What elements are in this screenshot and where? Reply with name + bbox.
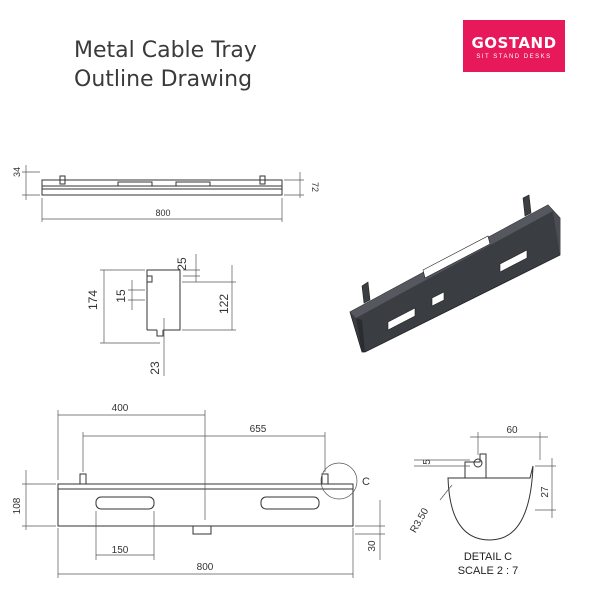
detail-c-marker: C — [362, 476, 370, 488]
side-view-top-notch — [147, 275, 153, 283]
detail-dim-60: 60 — [506, 425, 518, 436]
iso-slot-left — [387, 307, 416, 331]
dim-122: 122 — [217, 294, 231, 314]
side-view: 25 174 15 122 23 — [86, 254, 236, 376]
top-view-outline — [41, 179, 283, 196]
logo-tagline: SIT STAND DESKS — [476, 54, 552, 60]
detail-dim-5: 5 — [422, 459, 433, 465]
dim-150: 150 — [112, 545, 129, 556]
side-view-bottom-notch — [156, 330, 164, 337]
iso-top-slot — [422, 235, 491, 279]
dim-72: 72 — [310, 182, 320, 192]
top-view-tab-left — [59, 175, 66, 185]
top-view-slot-left — [117, 181, 153, 187]
dim-800-top: 800 — [155, 208, 170, 218]
top-view-tab-right — [259, 175, 266, 185]
front-view-slot-left — [95, 496, 155, 510]
detail-dim-27: 27 — [540, 486, 551, 498]
front-view-foot — [192, 525, 212, 535]
iso-slot-right — [499, 249, 528, 273]
dim-15: 15 — [114, 289, 128, 303]
detail-c: 60 5 27 R3.50 DETAIL C SCALE 2 : 7 — [408, 425, 556, 577]
top-view-slot-right — [175, 181, 211, 187]
dim-108: 108 — [12, 497, 23, 514]
front-view-outline — [57, 483, 354, 527]
detail-hole — [473, 458, 483, 468]
dim-25: 25 — [175, 257, 189, 271]
dim-800-front: 800 — [197, 562, 214, 573]
dim-23: 23 — [148, 361, 162, 375]
page-title: Metal Cable Tray Outline Drawing — [74, 36, 257, 94]
detail-radius: R3.50 — [408, 506, 431, 535]
isometric-view — [349, 194, 561, 353]
dim-400: 400 — [112, 403, 129, 414]
detail-label: DETAIL C — [464, 551, 512, 563]
title-line-1: Metal Cable Tray — [74, 38, 257, 63]
front-view-tab-right — [321, 473, 329, 484]
dim-655: 655 — [250, 424, 267, 435]
gostand-logo: GOSTAND SIT STAND DESKS — [463, 20, 565, 72]
detail-outline — [447, 453, 534, 541]
front-view-slot-right — [260, 496, 320, 510]
front-view: C 400 655 108 150 800 30 — [12, 403, 385, 578]
top-view: 34 72 800 — [12, 165, 320, 222]
detail-c-circle — [320, 462, 358, 500]
dim-34: 34 — [12, 167, 22, 177]
dim-30: 30 — [367, 540, 378, 552]
dim-174: 174 — [86, 290, 100, 310]
detail-scale: SCALE 2 : 7 — [458, 565, 519, 577]
title-line-2: Outline Drawing — [74, 67, 253, 92]
front-view-tab-left — [79, 473, 87, 484]
logo-brand: GOSTAND — [471, 34, 557, 52]
